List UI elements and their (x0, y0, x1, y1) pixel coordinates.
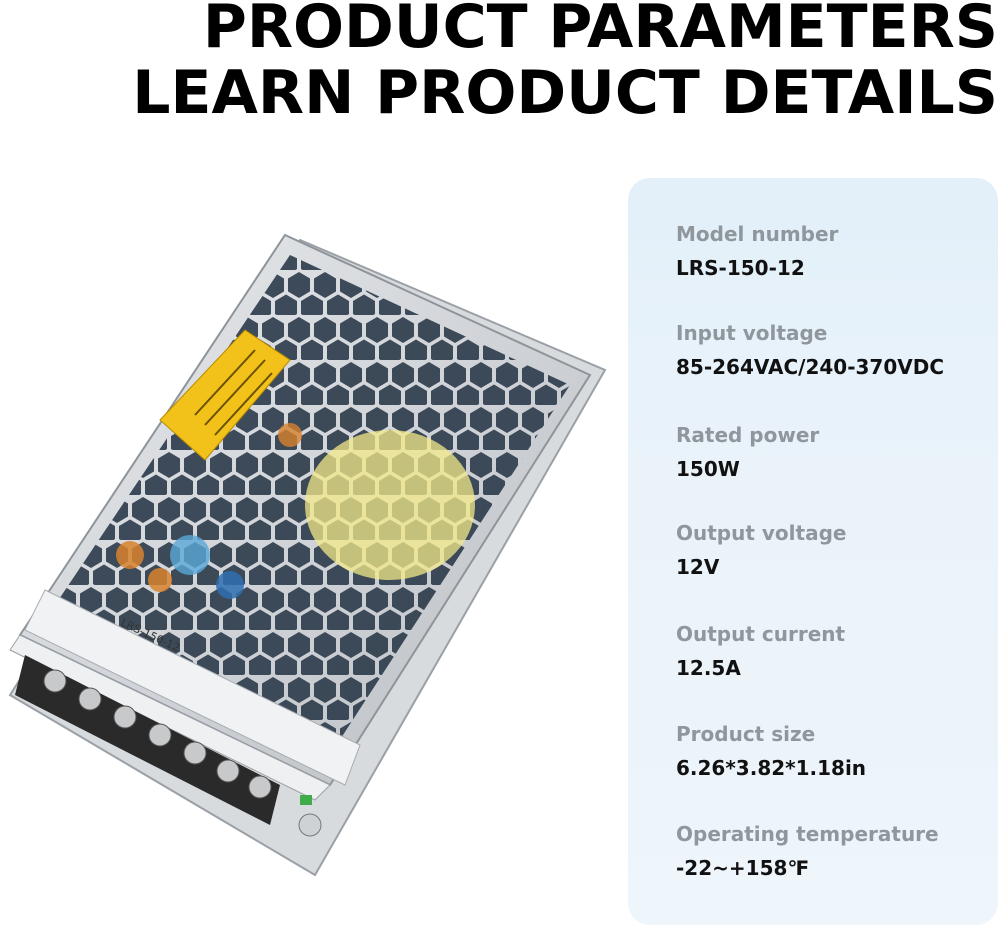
spec-operating-temperature: Operating temperature -22~+158℉ (676, 822, 939, 880)
warning-label (159, 329, 291, 461)
spec-label: Output voltage (676, 521, 847, 545)
spec-value: 85-264VAC/240-370VDC (676, 355, 945, 379)
spec-label: Rated power (676, 423, 820, 447)
spec-product-size: Product size 6.26*3.82*1.18in (676, 722, 866, 780)
spec-value: LRS-150-12 (676, 256, 805, 280)
spec-output-voltage: Output voltage 12V (676, 521, 846, 579)
spec-label: Input voltage (676, 321, 828, 345)
spec-label: Output current (676, 622, 846, 646)
spec-panel: Model number LRS-150-12 Input voltage 85… (628, 178, 998, 925)
headline-line-2: LEARN PRODUCT DETAILS (132, 58, 998, 128)
spec-rated-power: Rated power 150W (676, 423, 819, 481)
spec-label: Product size (676, 722, 816, 746)
power-supply-image: LRS-150-12 (8, 233, 607, 877)
spec-value: 12.5A (676, 656, 741, 680)
spec-value: 12V (676, 555, 720, 579)
spec-value: -22~+158℉ (676, 856, 810, 880)
spec-label: Model number (676, 222, 839, 246)
spec-output-current: Output current 12.5A (676, 622, 845, 680)
terminal-block (15, 655, 322, 837)
headline: PRODUCT PARAMETERS LEARN PRODUCT DETAILS (132, 0, 998, 126)
spec-model-number: Model number LRS-150-12 (676, 222, 838, 280)
spec-input-voltage: Input voltage 85-264VAC/240-370VDC (676, 321, 944, 379)
spec-value: 6.26*3.82*1.18in (676, 756, 867, 780)
spec-label: Operating temperature (676, 822, 939, 846)
headline-line-1: PRODUCT PARAMETERS (202, 0, 998, 62)
spec-value: 150W (676, 457, 740, 481)
